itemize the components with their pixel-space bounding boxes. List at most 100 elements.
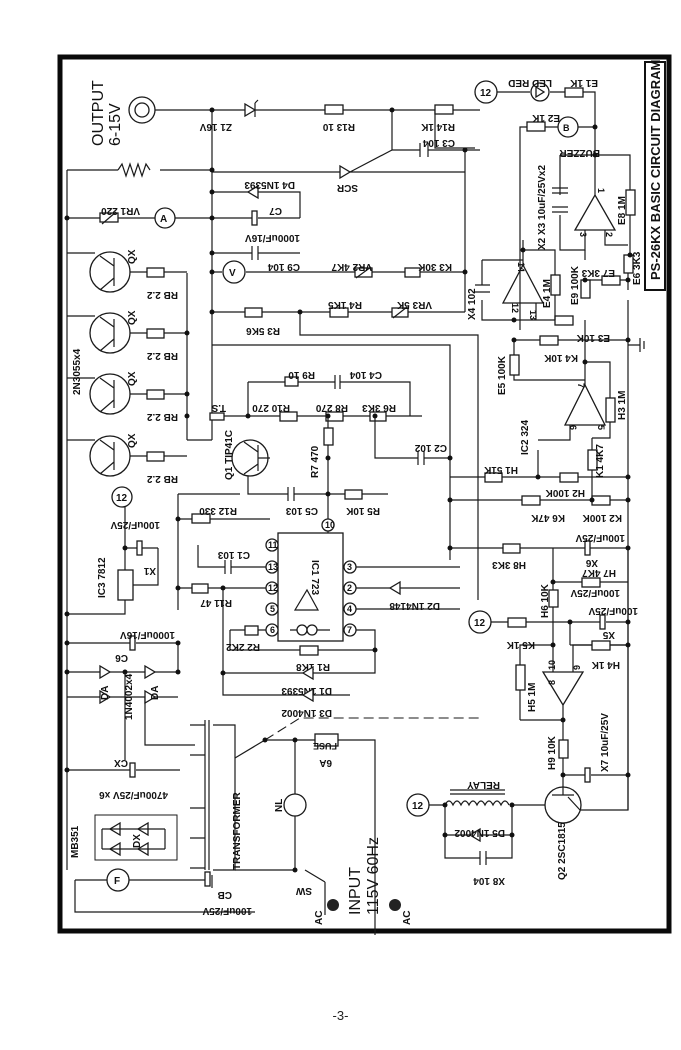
rb-label-4: RB 2.2 — [146, 473, 178, 484]
e1-label: E1 1K — [569, 77, 598, 88]
x6-label: X6 — [585, 557, 598, 568]
rb-label-1: RB 2.2 — [146, 289, 178, 300]
wire-d4 — [212, 191, 301, 218]
e2-label: E2 1K — [531, 112, 560, 123]
e1-resistor-icon — [564, 87, 584, 98]
e4-resistor-icon — [550, 274, 561, 296]
c1-capacitor-icon — [224, 560, 232, 574]
r13-label: R13 10 — [322, 121, 355, 132]
x6-capacitor-icon — [584, 540, 591, 556]
fuse-label: FUSE — [313, 741, 337, 751]
z1-label: Z1 16V — [199, 121, 232, 132]
fan-label: F — [114, 876, 120, 887]
c6-capacitor-icon — [129, 635, 136, 651]
e2-resistor-icon — [526, 121, 546, 132]
ic1-chip-icon — [277, 532, 344, 642]
svg-text:5: 5 — [270, 604, 275, 614]
c5-label: C5 103 — [285, 505, 318, 516]
opamp-4-pin-8: 8 — [547, 680, 557, 685]
wire-e5-k4 — [513, 319, 628, 381]
power-rail-12-label-2: 12 — [412, 801, 424, 812]
e4-label: E4 1M — [542, 279, 553, 308]
diagram-frame — [57, 54, 672, 934]
c6-value: 1000uF/16V — [120, 629, 175, 640]
r14-resistor-icon — [434, 104, 454, 115]
e3-resistor-icon — [554, 315, 574, 326]
input-terminal-2[interactable] — [389, 899, 401, 911]
cx-capacitor-icon — [129, 762, 136, 778]
opamp-3-pin-5: 5 — [596, 425, 606, 430]
wire-collectors — [67, 252, 95, 441]
e7-resistor-icon — [601, 275, 621, 286]
e3-label: E3 10K — [576, 332, 610, 343]
x7-capacitor-icon — [584, 767, 591, 783]
input-terminal-1[interactable] — [327, 899, 339, 911]
svg-text:6: 6 — [270, 625, 275, 635]
voltmeter-icon — [222, 260, 246, 284]
h1-label: H1 51K — [483, 464, 518, 475]
d5-label: D5 1N4002 — [454, 827, 505, 838]
k1-label: K1 4K7 — [595, 444, 606, 478]
qx-transistor-4 — [89, 435, 187, 477]
r3-label: R3 5K6 — [246, 325, 280, 336]
r2-resistor-icon — [244, 625, 259, 636]
h3-label: H3 1M — [617, 391, 628, 420]
wire-c1 — [197, 545, 270, 568]
qx-label-4: QX — [127, 433, 138, 448]
transformer-label: TRANSFORMER — [232, 791, 243, 870]
fuse-value: 6A — [319, 757, 332, 768]
x4-capacitor-icon — [475, 284, 490, 293]
ground-icon — [628, 338, 645, 352]
wire-mains — [234, 739, 376, 935]
d1-label: D1 1N5393 — [281, 685, 332, 696]
relay-core — [450, 789, 505, 795]
wire-c5-r5 — [247, 476, 388, 495]
cb-capacitor-icon — [204, 871, 211, 887]
opamp-3-icon — [563, 383, 607, 426]
x2-x3-capacitor-icons — [552, 187, 568, 213]
output-terminal-inner — [134, 102, 150, 118]
r12-label: R12 330 — [199, 505, 237, 516]
r4-resistor-icon — [329, 307, 349, 318]
wire-fan — [74, 875, 255, 913]
power-transistor-part: 2N3055x4 — [72, 348, 83, 395]
x1-label: X1 — [143, 565, 156, 576]
c7-capacitor-icon — [251, 210, 258, 226]
r10-label: R10 270 — [252, 402, 290, 413]
x5-value: 100uF/25V — [588, 605, 638, 616]
opamp-4-pin-10: 10 — [547, 660, 557, 670]
x5-label: X5 — [602, 629, 615, 640]
c4-label: C4 104 — [349, 369, 382, 380]
opamp-1-pin-1: 1 — [596, 188, 606, 193]
k2-resistor-icon — [591, 495, 611, 506]
power-rail-12-label-3: 12 — [474, 618, 486, 629]
r2-label: R2 2K2 — [226, 641, 260, 652]
d5-diode-icon — [468, 827, 481, 843]
r6-resistor-icon — [369, 411, 387, 422]
buzzer-label: BUZZER — [559, 147, 600, 158]
ts-label: T.S — [211, 402, 226, 413]
c6-label: C6 — [115, 652, 128, 663]
k5-resistor-icon — [507, 617, 527, 628]
power-rail-12-icon-1 — [111, 486, 133, 508]
h9-resistor-icon — [558, 739, 569, 759]
bridge-label: MB351 — [70, 825, 81, 858]
rb-resistor-icon-2 — [146, 328, 165, 339]
opamp-1-pin-2: 2 — [604, 232, 614, 237]
da-diode-icon-2 — [144, 664, 157, 680]
wire-h7-h8 — [450, 547, 628, 583]
wire-switch — [304, 869, 326, 915]
h7-label: H7 4K7 — [582, 567, 616, 578]
z1-zener-icon — [244, 102, 257, 118]
wire-d1 — [223, 650, 376, 674]
wire-led — [497, 91, 596, 127]
h8-label: H8 3K3 — [492, 559, 526, 570]
r12-resistor-icon — [191, 513, 211, 524]
d4-diode-icon — [246, 184, 259, 200]
h2-label: H2 100K — [545, 487, 585, 498]
opamp-2-pin-13: 13 — [528, 310, 538, 320]
input-terminal-label-1: AC — [314, 911, 325, 925]
transformer-windings — [190, 724, 236, 871]
rb-resistor-icon-4 — [146, 451, 165, 462]
